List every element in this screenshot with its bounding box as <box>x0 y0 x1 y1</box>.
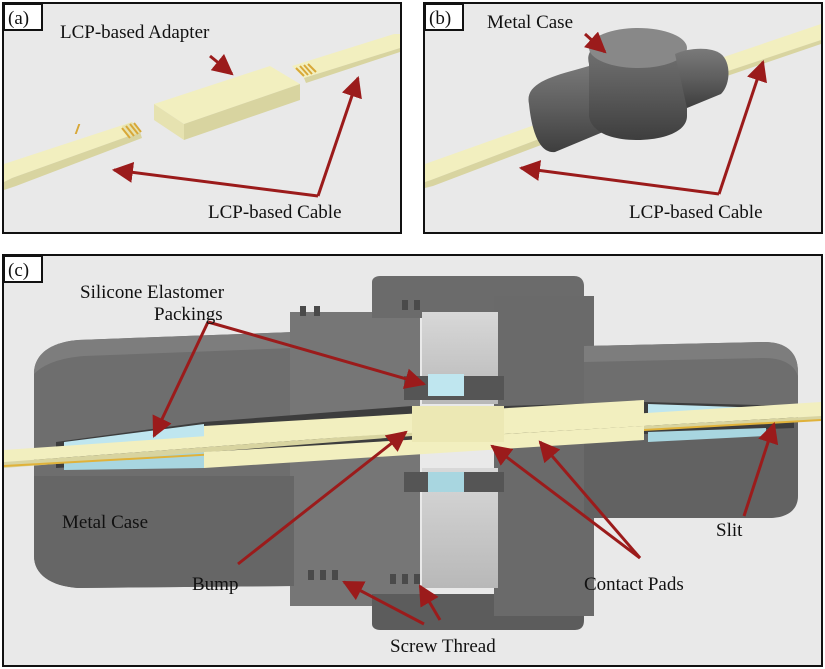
panel-a: LCP-based Adapter LCP-based Cable (a) <box>2 2 402 234</box>
cable-arrow-right <box>717 60 767 195</box>
pads-arrow-left <box>490 444 641 560</box>
case-arrow <box>583 31 607 54</box>
cable-arrow-left <box>518 160 720 196</box>
panel-tag: (b) <box>429 8 451 29</box>
panel-a-illustration: LCP-based Adapter LCP-based Cable (a) <box>4 4 400 223</box>
packings-arrow-left <box>152 321 210 438</box>
panel-b: Metal Case LCP-based Cable (b) <box>423 2 823 234</box>
metal-case-label: Metal Case <box>62 512 148 533</box>
screw-thread-bottom <box>308 570 420 584</box>
thread-arrow-right <box>418 584 442 621</box>
screw-thread-label: Screw Thread <box>390 636 496 657</box>
cable-label: LCP-based Cable <box>629 202 763 223</box>
left-cable-pads <box>74 124 81 134</box>
panel-c-cross-section: Silicone Elastomer Packings Metal Case B… <box>4 256 821 657</box>
panel-tag: (a) <box>8 8 29 29</box>
callout-arrows <box>152 320 779 626</box>
bump-label: Bump <box>192 574 238 595</box>
lcp-adapter <box>154 66 300 140</box>
adapter-label: LCP-based Adapter <box>60 22 210 43</box>
screw-thread-top <box>300 300 420 316</box>
bump-arrow <box>237 430 408 566</box>
pads-arrow-right <box>538 440 642 559</box>
right-cable <box>292 34 400 83</box>
packings-label-line2: Packings <box>154 304 223 325</box>
metal-case <box>528 28 729 153</box>
contact-pads-label: Contact Pads <box>584 574 684 595</box>
slit-label: Slit <box>716 520 743 541</box>
cable-arrow-right <box>316 76 362 197</box>
case-label: Metal Case <box>487 12 573 33</box>
panel-tag: (c) <box>8 260 29 281</box>
panel-tag-box <box>425 4 464 31</box>
lcp-adapter-section <box>204 400 644 468</box>
packings-arrow-right <box>207 320 427 389</box>
panel-tag-box <box>4 4 43 31</box>
left-cable <box>4 122 142 190</box>
cable-label: LCP-based Cable <box>208 202 342 223</box>
panel-tag-box <box>4 256 43 283</box>
cable <box>425 24 821 188</box>
packings-label-line1: Silicone Elastomer <box>80 282 225 303</box>
panel-b-illustration: Metal Case LCP-based Cable (b) <box>425 4 821 223</box>
panel-c: Silicone Elastomer Packings Metal Case B… <box>2 254 823 667</box>
thread-arrow-left <box>342 580 425 626</box>
cable-arrow-left <box>111 161 319 198</box>
slit-arrow <box>742 422 779 517</box>
adapter-arrow <box>209 53 234 76</box>
